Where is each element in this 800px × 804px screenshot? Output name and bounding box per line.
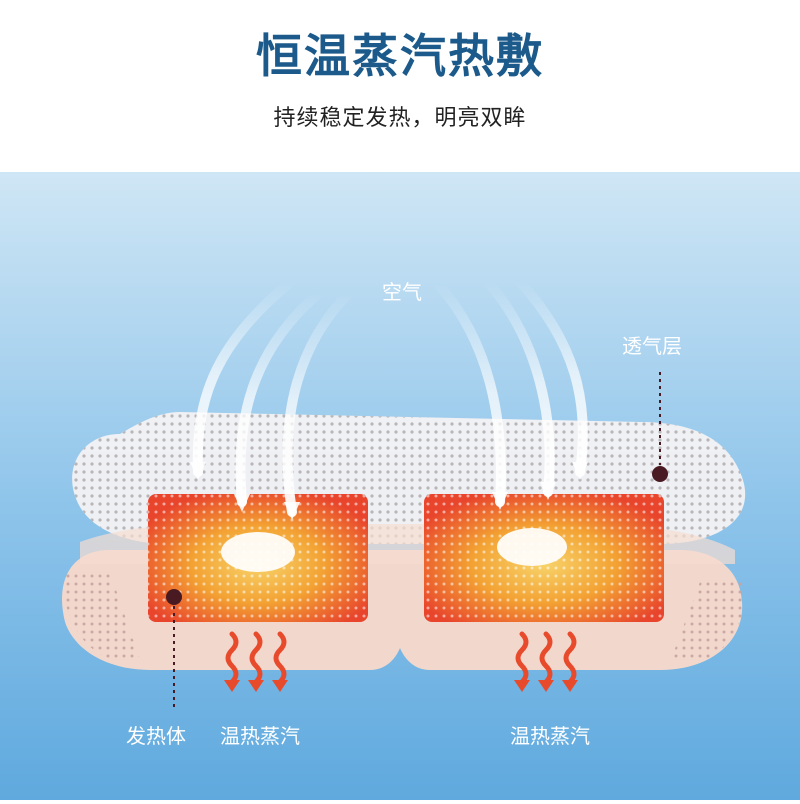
label-air: 空气 xyxy=(382,280,422,304)
label-breathable-layer: 透气层 xyxy=(622,334,682,358)
steam-arrowheads-right xyxy=(514,680,578,692)
air-arrows xyxy=(192,277,588,517)
diagram-illustration xyxy=(0,172,800,800)
heater-right xyxy=(424,494,664,622)
label-steam-left: 温热蒸汽 xyxy=(220,724,300,748)
marker-breathable-layer xyxy=(652,372,668,482)
header: 恒温蒸汽热敷 持续稳定发热，明亮双眸 xyxy=(0,0,800,172)
label-heating-body: 发热体 xyxy=(126,724,186,748)
marker-heating-body xyxy=(166,589,182,707)
steam-arrows-left xyxy=(225,631,287,685)
eye-mask-diagram: 空气 透气层 发热体 温热蒸汽 温热蒸汽 xyxy=(0,172,800,800)
page-subtitle: 持续稳定发热，明亮双眸 xyxy=(273,106,527,131)
label-steam-right: 温热蒸汽 xyxy=(510,724,590,748)
steam-arrowheads-left xyxy=(224,680,288,692)
heater-left xyxy=(148,494,368,622)
steam-arrows-right xyxy=(515,631,577,685)
air-arrow-heads xyxy=(190,462,588,520)
page-title: 恒温蒸汽热敷 xyxy=(256,29,544,83)
